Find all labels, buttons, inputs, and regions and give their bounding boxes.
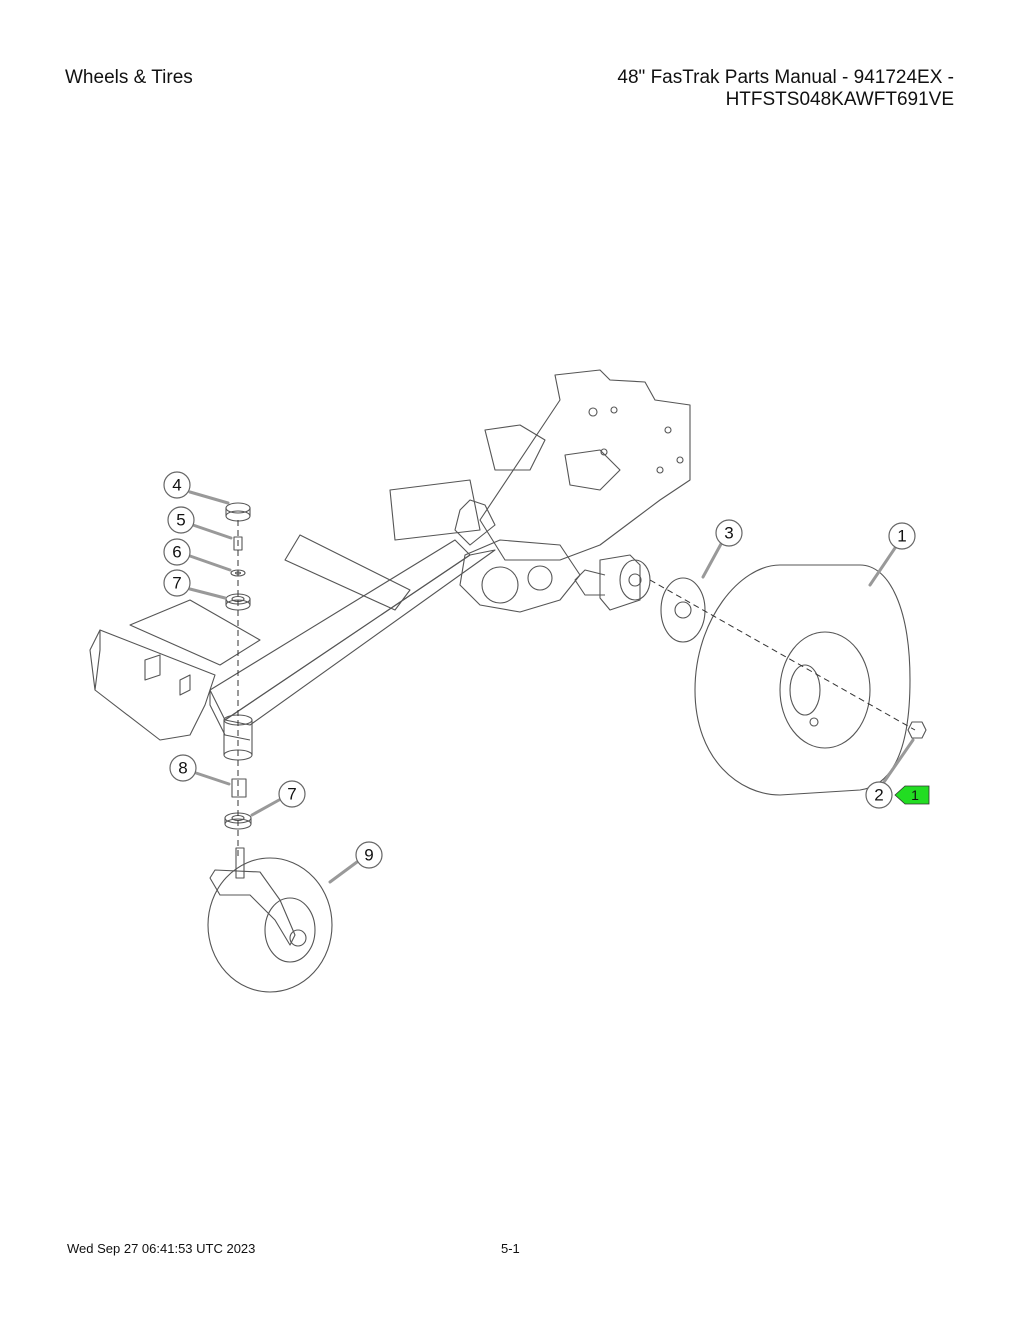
callout-circle-4 <box>163 471 191 499</box>
transaxle <box>454 499 581 613</box>
leader-7b <box>250 798 281 817</box>
leader-8 <box>194 771 231 786</box>
callout-label-5: 5 <box>176 511 185 530</box>
rear-tire <box>694 564 911 796</box>
manual-title-line1: 48" FasTrak Parts Manual - 941724EX - <box>617 67 954 88</box>
quantity-flag: 1 <box>894 785 930 805</box>
quantity-flag-label: 1 <box>911 787 919 803</box>
callout-circle-2 <box>865 781 893 809</box>
callout-circle-5 <box>167 506 195 534</box>
callout-circle-1 <box>888 522 916 550</box>
grease-fitting <box>233 536 243 551</box>
callout-label-8: 8 <box>178 759 187 778</box>
page-number: 5-1 <box>501 1241 520 1256</box>
footer-timestamp: Wed Sep 27 06:41:53 UTC 2023 <box>67 1241 256 1256</box>
callout-circle-7b <box>278 780 306 808</box>
callout-label-9: 9 <box>364 846 373 865</box>
leader-4 <box>188 490 230 505</box>
dust-cap <box>225 502 251 522</box>
frame-rail <box>209 539 496 741</box>
callout-label-3: 3 <box>724 524 733 543</box>
front-cross-member <box>89 534 411 741</box>
leader-6 <box>188 554 232 572</box>
callout-label-4: 4 <box>172 476 181 495</box>
leader-9 <box>328 860 359 884</box>
callout-circle-9 <box>355 841 383 869</box>
callout-label-1: 1 <box>897 527 906 546</box>
leader-5 <box>188 522 233 540</box>
axle-axis-line <box>649 579 916 731</box>
callout-label-6: 6 <box>172 543 181 562</box>
wheel-hub <box>574 554 651 611</box>
lug-nut <box>907 721 927 739</box>
callout-circle-3 <box>715 519 743 547</box>
callout-label-2: 2 <box>874 786 883 805</box>
manual-title: 48" FasTrak Parts Manual - 941724EX - HT… <box>617 67 954 111</box>
caster-wheel <box>207 847 333 993</box>
leader-3 <box>701 542 723 579</box>
callout-label-7a: 7 <box>172 574 181 593</box>
callout-circle-6 <box>163 538 191 566</box>
manual-title-line2: HTFSTS048KAWFT691VE <box>725 89 954 110</box>
leader-7a <box>188 587 227 600</box>
callout-circle-8 <box>169 754 197 782</box>
callout-label-7b: 7 <box>287 785 296 804</box>
callout-circle-7a <box>163 569 191 597</box>
leader-2 <box>882 738 915 784</box>
leader-1 <box>868 546 897 587</box>
rear-frame <box>389 369 691 561</box>
spacer <box>231 778 247 798</box>
hub-disc <box>660 577 706 643</box>
section-title: Wheels & Tires <box>65 67 193 88</box>
